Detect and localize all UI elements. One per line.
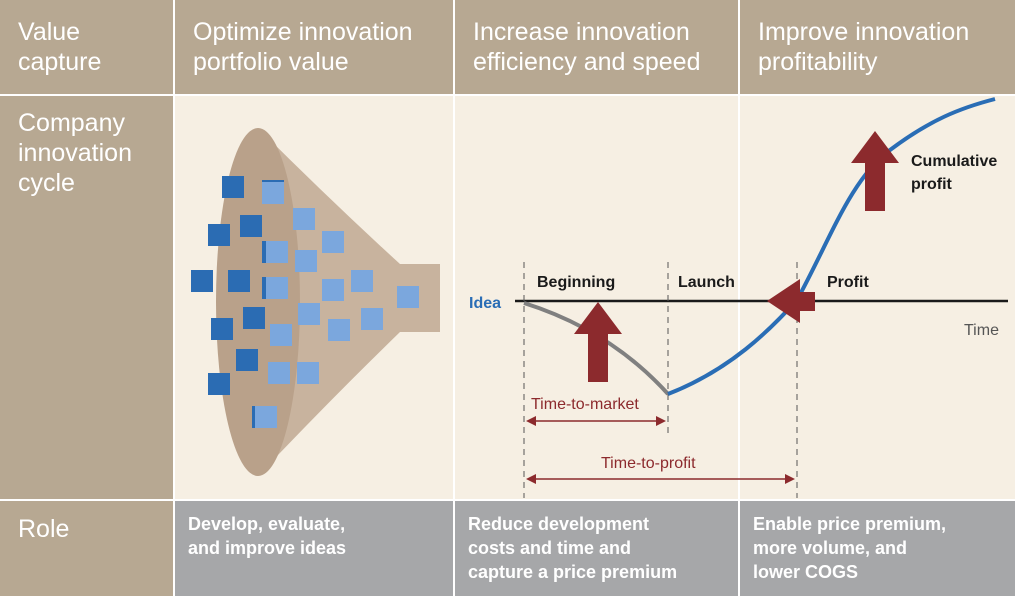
cumulative-profit-curve [667,97,996,396]
time-to-profit-label: Time-to-profit [601,455,696,472]
phase-dividers [523,262,798,498]
up-arrow-profit [851,131,899,211]
header-value-capture: Value capture [0,0,173,94]
header-improve-profitability: Improve innovation profitability [740,0,1015,94]
row-label-innovation-cycle: Company innovation cycle [0,96,173,499]
beginning-label: Beginning [537,274,615,291]
profit-label: Profit [827,274,869,291]
launch-label: Launch [678,274,735,291]
row-label-role: Role [0,501,173,596]
idea-squares-light [255,182,419,428]
role-efficiency: Reduce development costs and time and ca… [455,501,738,596]
left-arrow-launch [767,279,815,323]
cycle-panel-efficiency [455,96,738,499]
cumulative-profit-label: Cumulative profit [911,153,1002,193]
header-optimize-portfolio: Optimize innovation portfolio value [175,0,453,94]
up-arrow-beginning [574,302,622,382]
time-to-market-label: Time-to-market [531,396,639,413]
role-profitability: Enable price premium, more volume, and l… [740,501,1015,596]
role-portfolio: Develop, evaluate, and improve ideas [175,501,453,596]
header-increase-efficiency: Increase innovation efficiency and speed [455,0,738,94]
time-to-market-bracket [526,416,666,426]
time-label: Time [964,322,999,339]
time-to-profit-bracket [526,474,795,484]
idea-label: Idea [469,295,501,312]
